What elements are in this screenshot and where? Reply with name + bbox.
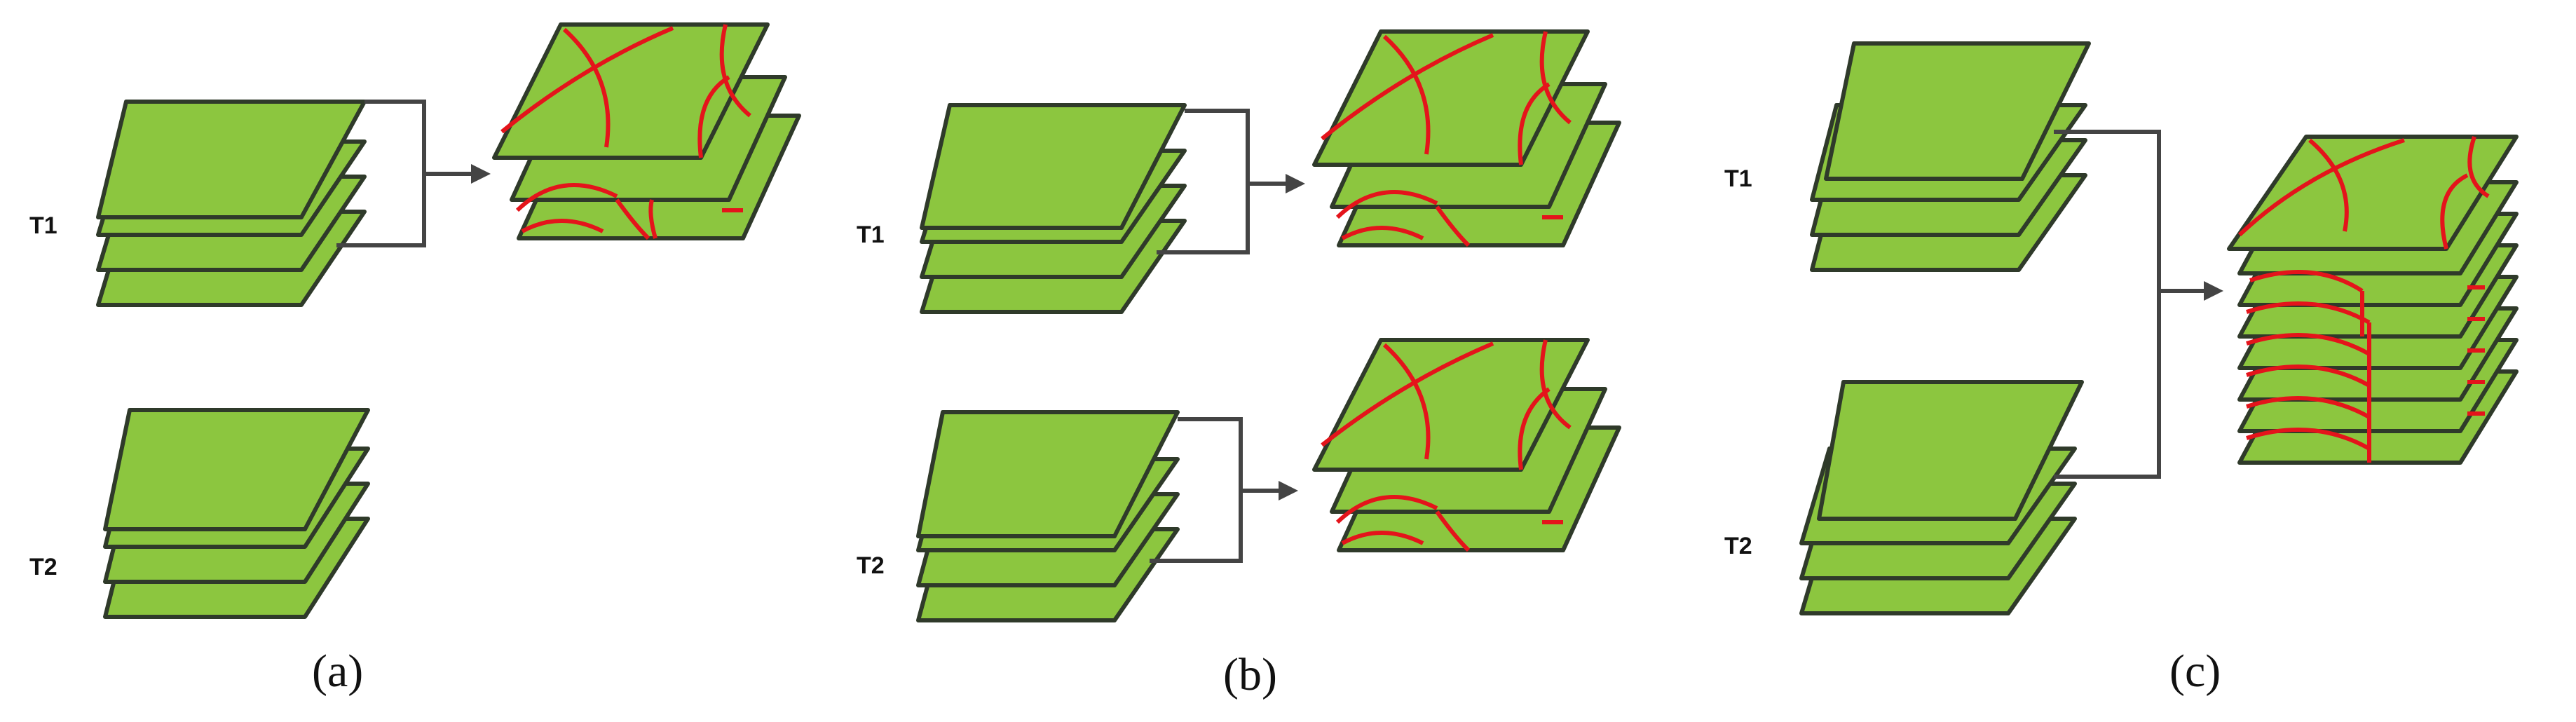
input-layer (96, 100, 367, 219)
t1-input-stack (96, 100, 367, 307)
merge-connector-arrow (2054, 130, 2223, 479)
caption: (b) (1223, 649, 1277, 700)
input-layer (103, 408, 370, 531)
arrowhead (471, 164, 491, 184)
t2-output-stack (1312, 338, 1621, 552)
t1-output-stack (492, 22, 801, 240)
arrowhead (2204, 281, 2223, 301)
t1-output-stack (1312, 29, 1621, 247)
panel-a: T1 T2 (a) (0, 0, 827, 722)
segmentation-lines (1321, 31, 1572, 247)
connector-arrow (336, 100, 491, 247)
t2-input-stack (1799, 380, 2084, 615)
caption: (c) (2169, 646, 2221, 697)
panel-c: T1 T2 (c) (1654, 0, 2576, 722)
t1-input-stack (920, 103, 1187, 314)
t2-label: T2 (1724, 533, 1752, 559)
input-layer (920, 103, 1187, 230)
panel-a-graphic (96, 22, 801, 619)
arrowhead (1279, 481, 1298, 500)
caption: (a) (312, 646, 364, 697)
input-layer (916, 410, 1180, 538)
connector-arrow-t1 (1157, 109, 1305, 254)
input-layer (1817, 380, 2084, 521)
t2-label: T2 (857, 552, 885, 579)
t2-input-stack (103, 408, 370, 619)
t1-input-stack (1810, 41, 2091, 272)
segmentation-lines (500, 24, 751, 240)
segmentation-lines (2237, 136, 2490, 463)
t1-label: T1 (857, 222, 885, 248)
arrowhead (1286, 174, 1305, 193)
t1-label: T1 (1724, 165, 1752, 192)
panel-c-graphic (1799, 41, 2519, 615)
input-layer (1824, 41, 2091, 181)
connector-arrow-t2 (1150, 417, 1298, 563)
t2-label: T2 (29, 554, 57, 580)
merged-output-stack (2227, 135, 2519, 465)
t1-label: T1 (29, 212, 57, 239)
segmentation-lines (1321, 339, 1572, 552)
panel-b: T1 T2 (b) (827, 0, 1654, 722)
panel-b-graphic (916, 29, 1621, 622)
t2-input-stack (916, 410, 1180, 622)
